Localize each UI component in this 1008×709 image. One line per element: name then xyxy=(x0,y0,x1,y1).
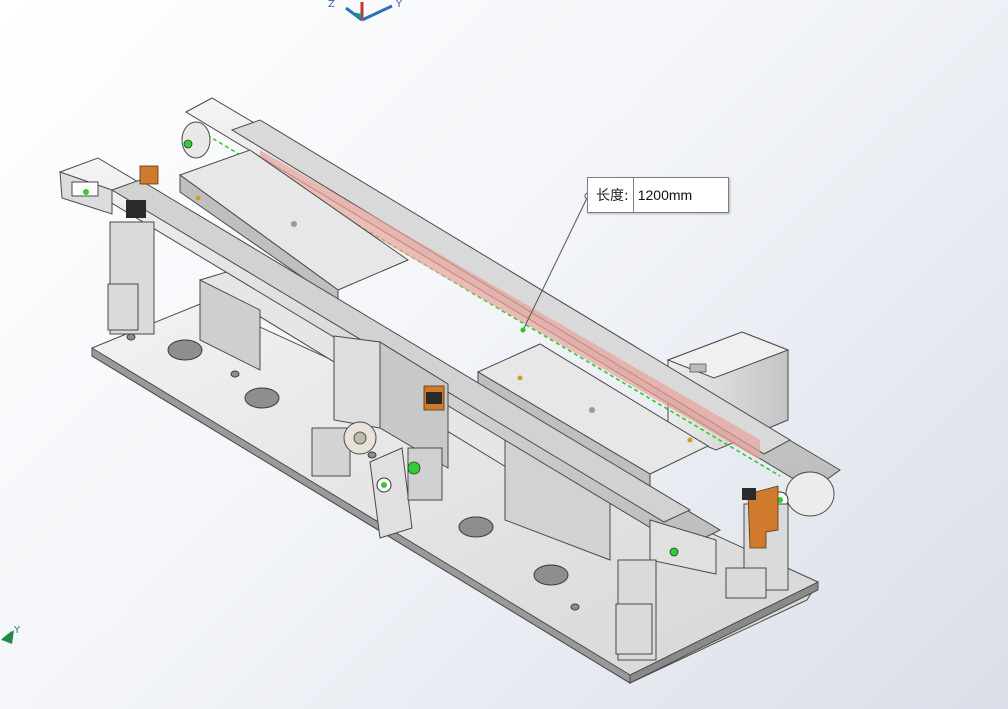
back-rail xyxy=(181,97,841,517)
dimension-endpoint xyxy=(520,327,526,333)
dimension-leader-line xyxy=(522,195,589,331)
dimension-callout[interactable]: 长度: 1200mm xyxy=(587,177,729,213)
dimension-value-field[interactable]: 1200mm xyxy=(632,178,728,212)
axis-triad-top xyxy=(345,2,393,22)
mounting-holes xyxy=(126,333,580,611)
axis-label-z: Z xyxy=(328,0,335,10)
axis-label-y: Y xyxy=(396,0,403,10)
axis-label-y-bottom: Y xyxy=(14,625,21,636)
center-support xyxy=(311,335,449,539)
axis-triad-bottom xyxy=(1,630,14,644)
sensor-brackets xyxy=(126,165,779,549)
dimension-label: 长度: xyxy=(596,188,629,204)
